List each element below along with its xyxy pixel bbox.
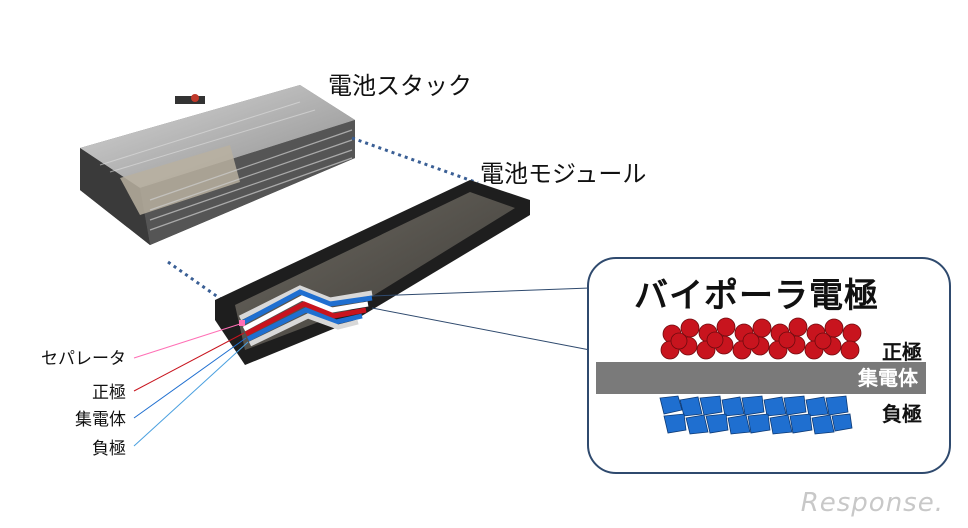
positive-electrode-label: 正極	[92, 383, 126, 403]
module-cross-section	[238, 285, 373, 347]
positive-electrode-particles	[660, 317, 862, 360]
callout-positive-label: 正極	[882, 340, 922, 364]
callout-collector-label: 集電体	[858, 366, 918, 390]
response-watermark: Response.	[800, 488, 944, 518]
callout-connectors	[371, 287, 591, 351]
callout-negative-label: 負極	[882, 402, 922, 426]
separator-label: セパレータ	[41, 349, 126, 369]
leader-lines	[133, 323, 249, 447]
battery-stack-image	[80, 85, 355, 245]
negative-electrode-particles	[659, 395, 853, 435]
separator-marker	[239, 320, 245, 326]
battery-module-label: 電池モジュール	[480, 160, 647, 188]
current-collector-bar	[596, 362, 926, 394]
stack-to-module-connectors	[167, 136, 479, 304]
battery-stack-label: 電池スタック	[328, 72, 472, 100]
negative-electrode-label: 負極	[92, 439, 126, 459]
current-collector-label: 集電体	[75, 410, 126, 430]
callout-title: バイポーラ電極	[634, 276, 879, 316]
